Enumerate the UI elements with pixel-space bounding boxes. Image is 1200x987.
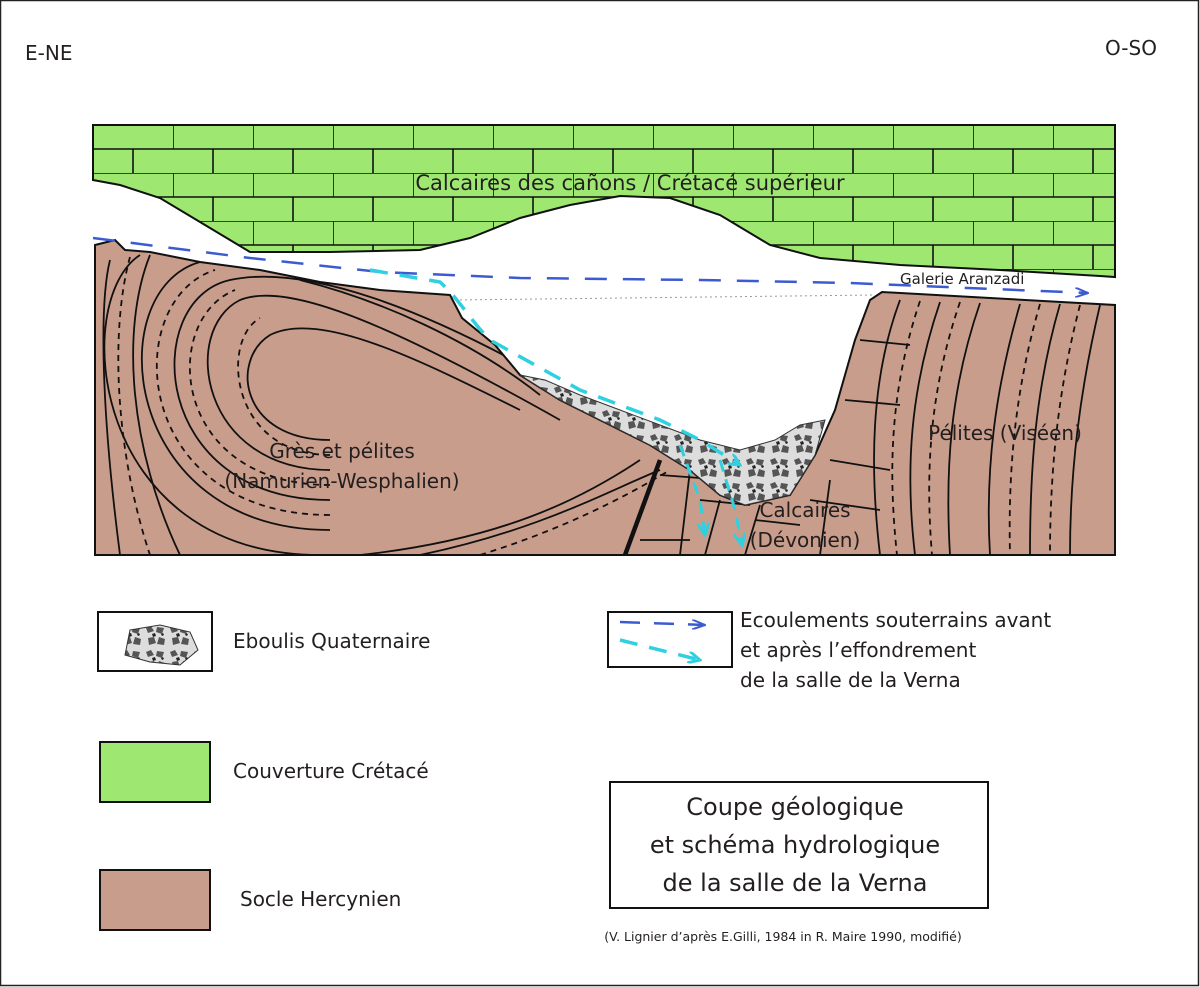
flow-before-icon xyxy=(619,622,705,625)
flow-after-collapse-arrow xyxy=(369,268,740,465)
legend-flow-line2: et après l’effondrement xyxy=(740,638,976,662)
legend-cretace-swatch xyxy=(99,741,211,803)
scree-icon xyxy=(124,624,199,666)
legend-socle-label: Socle Hercynien xyxy=(240,887,401,911)
flow-after-branch-1 xyxy=(678,444,705,535)
pelites-label: Pélites (Viséen) xyxy=(928,421,1082,445)
scree-deposit xyxy=(519,374,826,506)
gallery-label: Galerie Aranzadi xyxy=(900,270,1024,288)
title-line2: et schéma hydrologique xyxy=(650,831,940,859)
flow-after-icon xyxy=(619,638,700,660)
calcaires-label-line2: (Dévonien) xyxy=(750,528,861,552)
gallery-floor-line xyxy=(454,294,876,301)
legend-flow-line1: Ecoulements souterrains avant xyxy=(740,608,1051,632)
legend: Eboulis Quaternaire Ecoulements souterra… xyxy=(97,608,1051,931)
citation: (V. Lignier d’après E.Gilli, 1984 in R. … xyxy=(604,929,962,944)
calcaires-label-line1: Calcaires xyxy=(759,498,850,522)
orientation-right-label: O-SO xyxy=(1105,36,1157,60)
legend-flow-swatch xyxy=(607,611,733,668)
legend-cretace-label: Couverture Crétacé xyxy=(233,759,429,783)
legend-flow-line3: de la salle de la Verna xyxy=(740,668,961,692)
flow-before-collapse-arrow xyxy=(92,236,1088,293)
fault-line xyxy=(622,459,663,555)
hercynian-basement xyxy=(94,238,1116,556)
legend-socle-swatch xyxy=(99,869,211,931)
orientation-left-label: E-NE xyxy=(25,41,72,65)
gres-label-line1: Grès et pélites xyxy=(269,439,415,463)
legend-eboulis-label: Eboulis Quaternaire xyxy=(233,629,430,653)
fold-strata-lines xyxy=(102,254,1101,555)
cretaceous-limestone-layer xyxy=(92,124,1116,279)
gres-label-line2: (Namurien-Wesphalien) xyxy=(224,469,459,493)
cretaceous-label: Calcaires des cañons / Crétacé supérieur xyxy=(415,171,845,195)
title-line1: Coupe géologique xyxy=(686,793,903,821)
title-box xyxy=(609,781,989,909)
title-line3: de la salle de la Verna xyxy=(663,869,928,897)
